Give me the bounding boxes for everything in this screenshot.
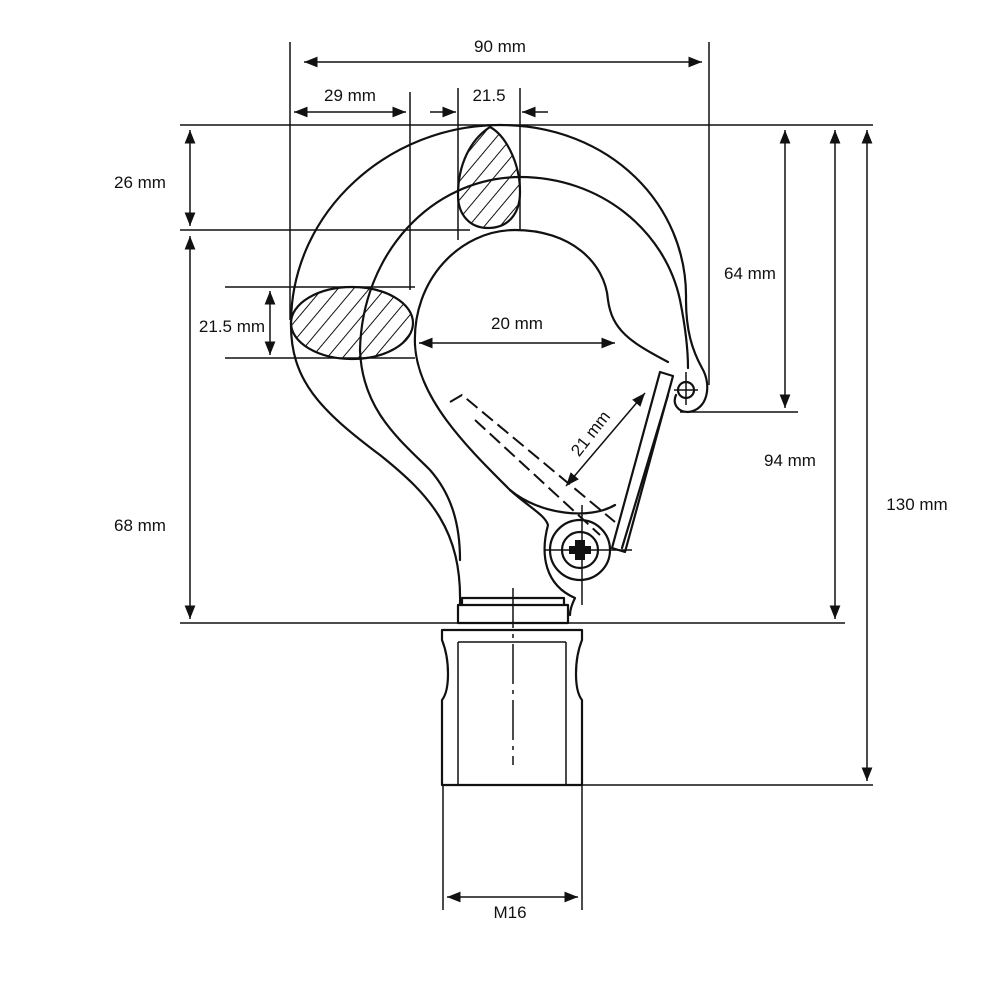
dim-throat-opening: 20 mm — [491, 314, 543, 333]
dim-top-section-width: 21.5 — [472, 86, 505, 105]
dim-hook-height: 94 mm — [764, 451, 816, 470]
top-section — [456, 125, 522, 230]
side-section — [289, 285, 415, 361]
dim-top-thickness: 26 mm — [114, 173, 166, 192]
dim-gate-opening: 21 mm — [567, 407, 614, 460]
dim-total-height: 130 mm — [886, 495, 947, 514]
dim-lower-height: 68 mm — [114, 516, 166, 535]
dim-thread: M16 — [493, 903, 526, 922]
dimension-lines — [184, 56, 873, 903]
spring-gate — [449, 370, 698, 605]
extension-lines — [180, 42, 873, 910]
dim-section-width: 29 mm — [324, 86, 376, 105]
dim-side-section-height: 21.5 mm — [199, 317, 265, 336]
dim-overall-width: 90 mm — [474, 37, 526, 56]
dim-tip-height: 64 mm — [724, 264, 776, 283]
threaded-base — [440, 588, 584, 787]
